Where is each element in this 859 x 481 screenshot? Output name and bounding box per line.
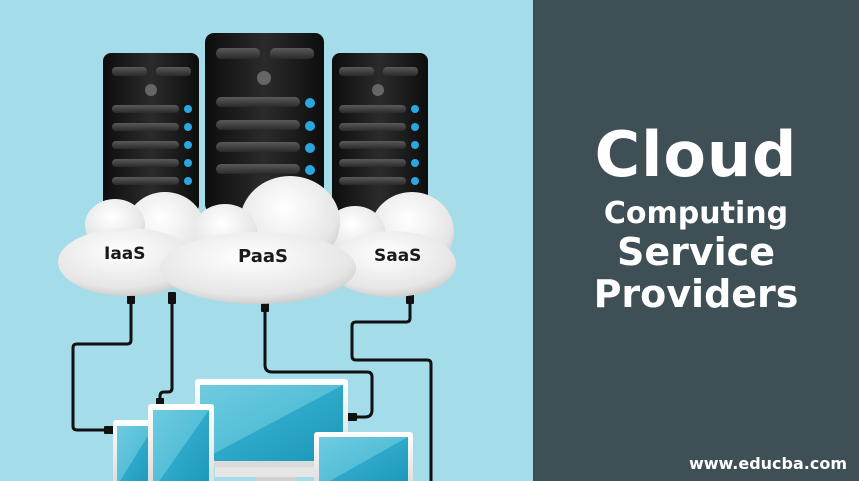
tablet-icon [148,404,214,481]
smartphone-icon [113,420,158,481]
cloud-paas [160,176,356,304]
cloud-label-saas: SaaS [374,246,422,266]
title-block: Cloud Computing Service Providers [533,118,859,317]
desktop-monitor-icon [195,379,348,481]
title-panel: Cloud Computing Service Providers www.ed… [533,0,859,481]
server-center [205,33,324,213]
subtitle-line-2: Service [617,230,775,274]
cloud-label-iaas: IaaS [104,244,146,264]
illustration-panel: IaaS PaaS SaaS [0,0,533,481]
network-cables [71,300,433,481]
server-left [103,53,199,213]
subtitle-line-3: Providers [593,272,799,316]
cloud-saas [325,192,456,297]
server-right [332,53,428,213]
website-url: www.educba.com [688,454,847,473]
laptop-icon [314,432,413,481]
page-title: Cloud [594,118,798,191]
cloud-label-paas: PaaS [238,246,288,267]
subtitle-line-1: Computing [603,196,789,231]
cloud-services-illustration [58,33,456,481]
